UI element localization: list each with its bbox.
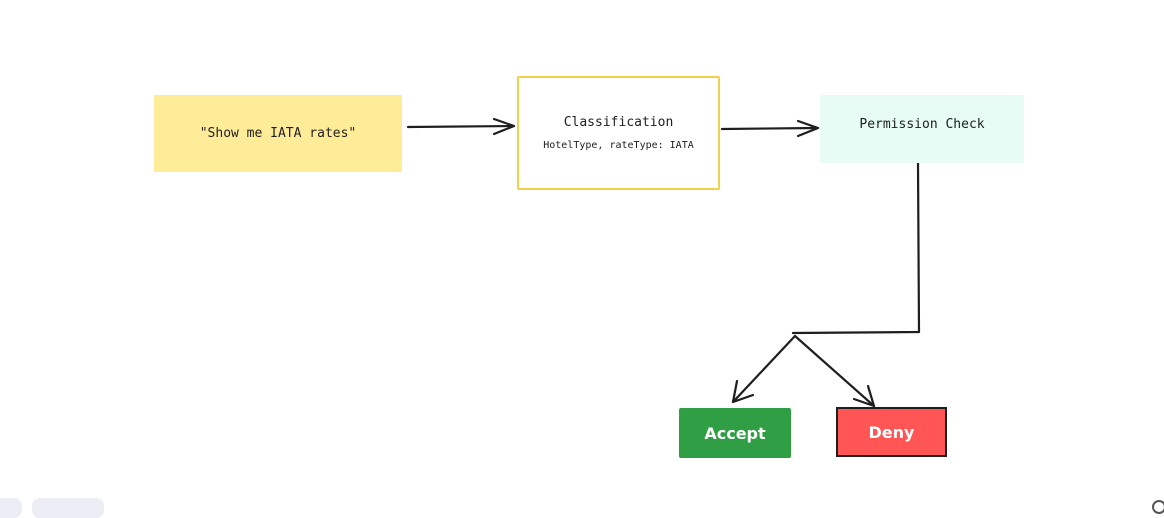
toolbar-button-left[interactable] (0, 498, 22, 518)
arrowhead-branch-to-accept (731, 379, 755, 404)
node-deny-label: Deny (868, 422, 915, 442)
arrow-classification-to-permission (720, 126, 820, 131)
node-input-label: "Show me IATA rates" (199, 126, 357, 141)
connector-permission-to-branch (791, 161, 921, 335)
node-classification-title: Classification (563, 115, 674, 130)
node-deny[interactable]: Deny (836, 407, 947, 457)
node-accept-label: Accept (704, 423, 766, 443)
arrowhead-branch-to-deny (852, 384, 876, 408)
node-accept[interactable]: Accept (679, 408, 791, 458)
arrow-branch-to-accept (731, 334, 797, 404)
toolbar-button-right[interactable] (32, 498, 104, 518)
arrowhead-input-to-classification (492, 117, 516, 136)
node-classification[interactable]: Classification HotelType, rateType: IATA (517, 76, 720, 190)
node-classification-subtitle: HotelType, rateType: IATA (543, 140, 694, 151)
arrowhead-classification-to-permission (796, 119, 820, 138)
node-permission-check[interactable]: Permission Check (820, 95, 1024, 163)
arrow-input-to-classification (406, 124, 516, 129)
node-input-query[interactable]: "Show me IATA rates" (154, 95, 402, 172)
arrow-branch-to-deny (793, 334, 876, 408)
node-permission-label: Permission Check (859, 117, 985, 132)
help-icon[interactable] (1152, 500, 1164, 514)
